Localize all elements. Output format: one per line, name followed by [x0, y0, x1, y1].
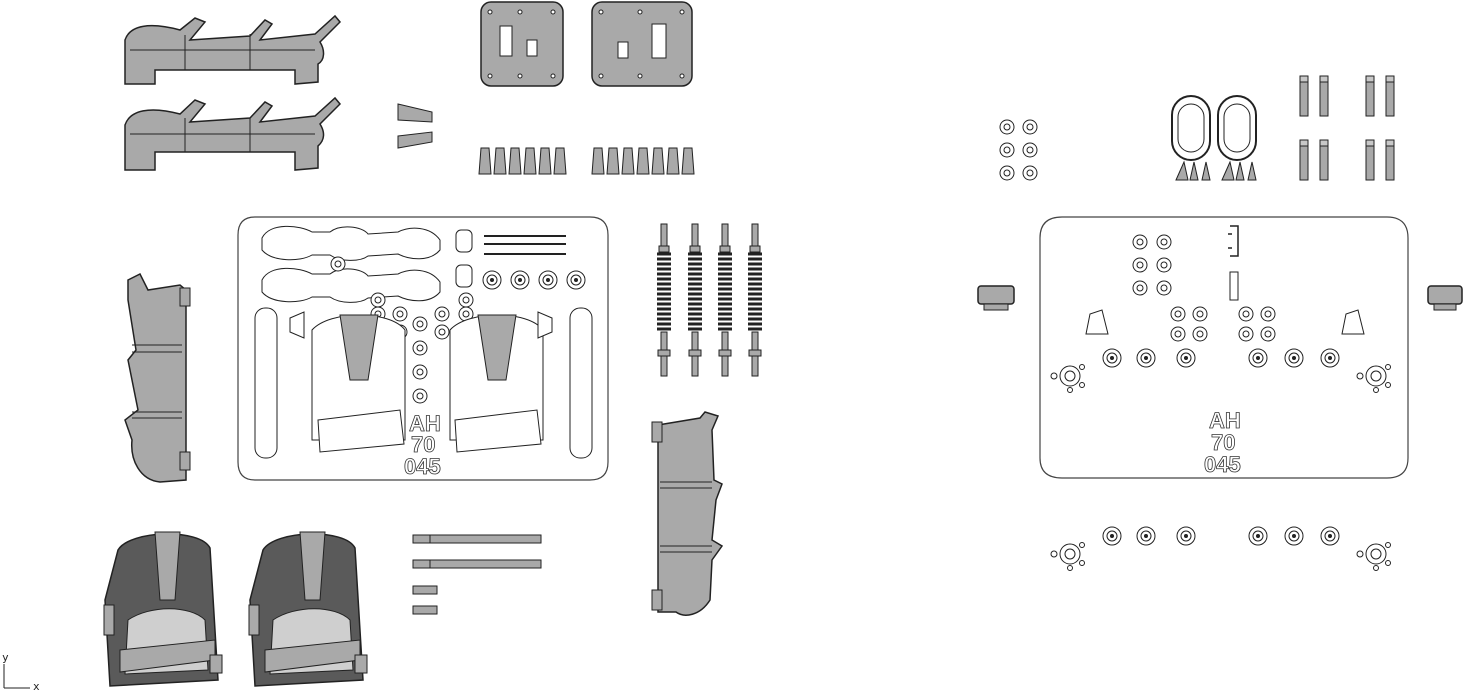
loose-knob-row — [1050, 526, 1391, 571]
switch-plate-1 — [480, 1, 564, 87]
fret-left-code-line-3: 045 — [404, 454, 441, 479]
short-rod-parts — [1299, 75, 1395, 181]
seat-assembly-2 — [248, 531, 368, 687]
seat-back-part-2 — [124, 96, 342, 171]
wedge-parts — [397, 103, 433, 149]
oval-link-parts — [1171, 95, 1257, 181]
axis-x-label: x — [33, 680, 40, 691]
spring-parts — [655, 222, 764, 378]
fret-right-code-line-3: 045 — [1204, 452, 1241, 477]
axis-indicator: y x — [2, 651, 40, 691]
rod-parts — [412, 534, 542, 615]
side-tab-left — [977, 285, 1015, 311]
fret-right-code-line-1: AH — [1209, 408, 1241, 433]
photo-etch-fret-left: AH 70 045 — [237, 216, 609, 481]
seat-back-part-1 — [124, 14, 342, 85]
pin-row-right — [591, 147, 695, 175]
fret-right-code-line-2: 70 — [1211, 430, 1235, 455]
seat-back-side-view-left — [124, 272, 191, 483]
pin-row-left — [478, 147, 567, 175]
photo-etch-fret-right: AH 70 045 — [1039, 216, 1409, 479]
axis-y-label: y — [2, 651, 9, 664]
washer-grid-top — [999, 119, 1038, 181]
fret-left-code-line-2: 70 — [411, 432, 435, 457]
seat-back-side-view-right — [651, 411, 724, 616]
seat-assembly-1 — [103, 531, 223, 687]
switch-plate-2 — [591, 1, 693, 87]
fret-left-code-line-1: AH — [409, 411, 441, 436]
side-tab-right — [1427, 285, 1463, 311]
